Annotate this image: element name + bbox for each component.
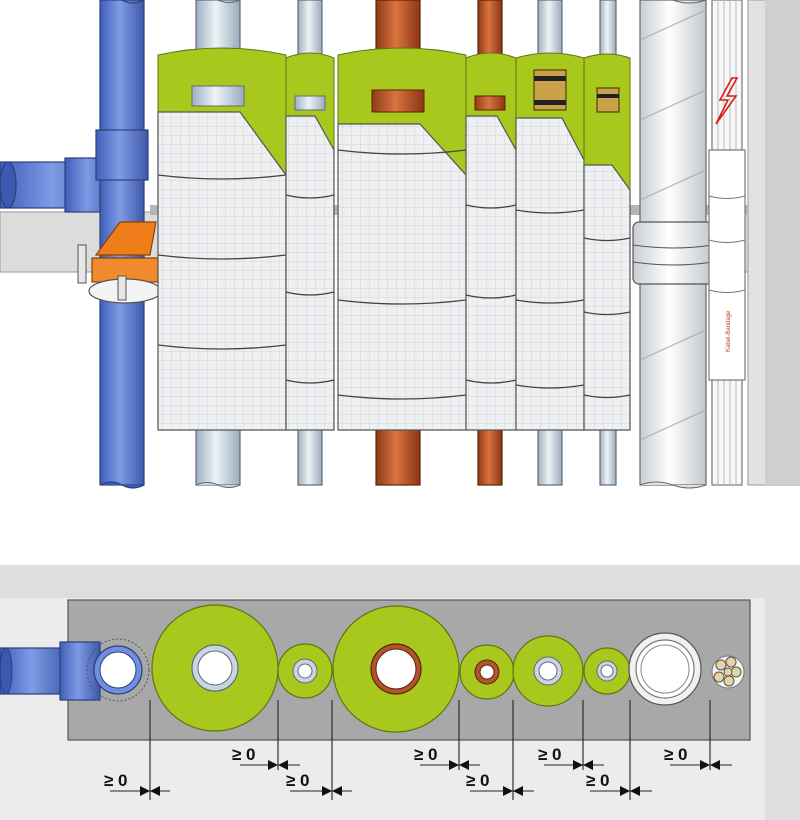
dimension-label: ≥ 0 [586,771,610,790]
dimension-label: ≥ 0 [286,771,310,790]
plan-drain-pipe [0,638,150,702]
dimension-marker-2: ≥ 0 [232,745,300,770]
dimension-marker-8: ≥ 0 [664,745,732,770]
dimension-label: ≥ 0 [466,771,490,790]
plan-insulation-4 [459,644,515,700]
fire-collar [77,221,162,304]
dimension-label: ≥ 0 [664,745,688,764]
dimension-label: ≥ 0 [538,745,562,764]
large-white-pipe [632,0,714,489]
insulated-pipe-3-copper [337,0,467,486]
insulated-pipe-2 [285,0,335,486]
plan-insulation-2 [277,643,333,699]
plan-cable-bundle [711,655,745,689]
dimension-label: ≥ 0 [104,771,128,790]
dimension-marker-5: ≥ 0 [466,771,534,796]
plan-view: ≥ 0 ≥ 0 ≥ 0 ≥ 0 ≥ 0 [0,565,800,820]
cable-bandage-label: Kabel-Bandage [726,310,732,352]
dimension-marker-4: ≥ 0 [414,745,480,770]
dimension-label: ≥ 0 [232,745,256,764]
plan-insulation-1 [151,604,279,732]
plan-insulation-5 [512,635,584,707]
dimension-marker-3: ≥ 0 [286,771,352,796]
insulated-pipe-6 [583,0,631,486]
dimension-lines [149,700,711,800]
plan-insulation-6 [583,647,631,695]
plan-large-white-pipe [628,632,702,706]
lightning-icon [715,77,739,125]
cable-bundle: Kabel-Bandage [708,0,746,486]
insulated-pipe-4-copper [465,0,517,486]
elevation-view: Kabel-Bandage [0,0,800,489]
insulated-pipe-5 [515,0,585,486]
wall-slab-shadow [765,0,800,485]
plan-insulation-3 [332,605,460,733]
dimension-marker-7: ≥ 0 [586,771,652,796]
horizontal-drain-branch [0,157,116,213]
dimension-marker-6: ≥ 0 [538,745,604,770]
dimension-label: ≥ 0 [414,745,438,764]
dimension-marker-1: ≥ 0 [104,771,170,796]
insulated-pipe-1 [157,0,287,488]
